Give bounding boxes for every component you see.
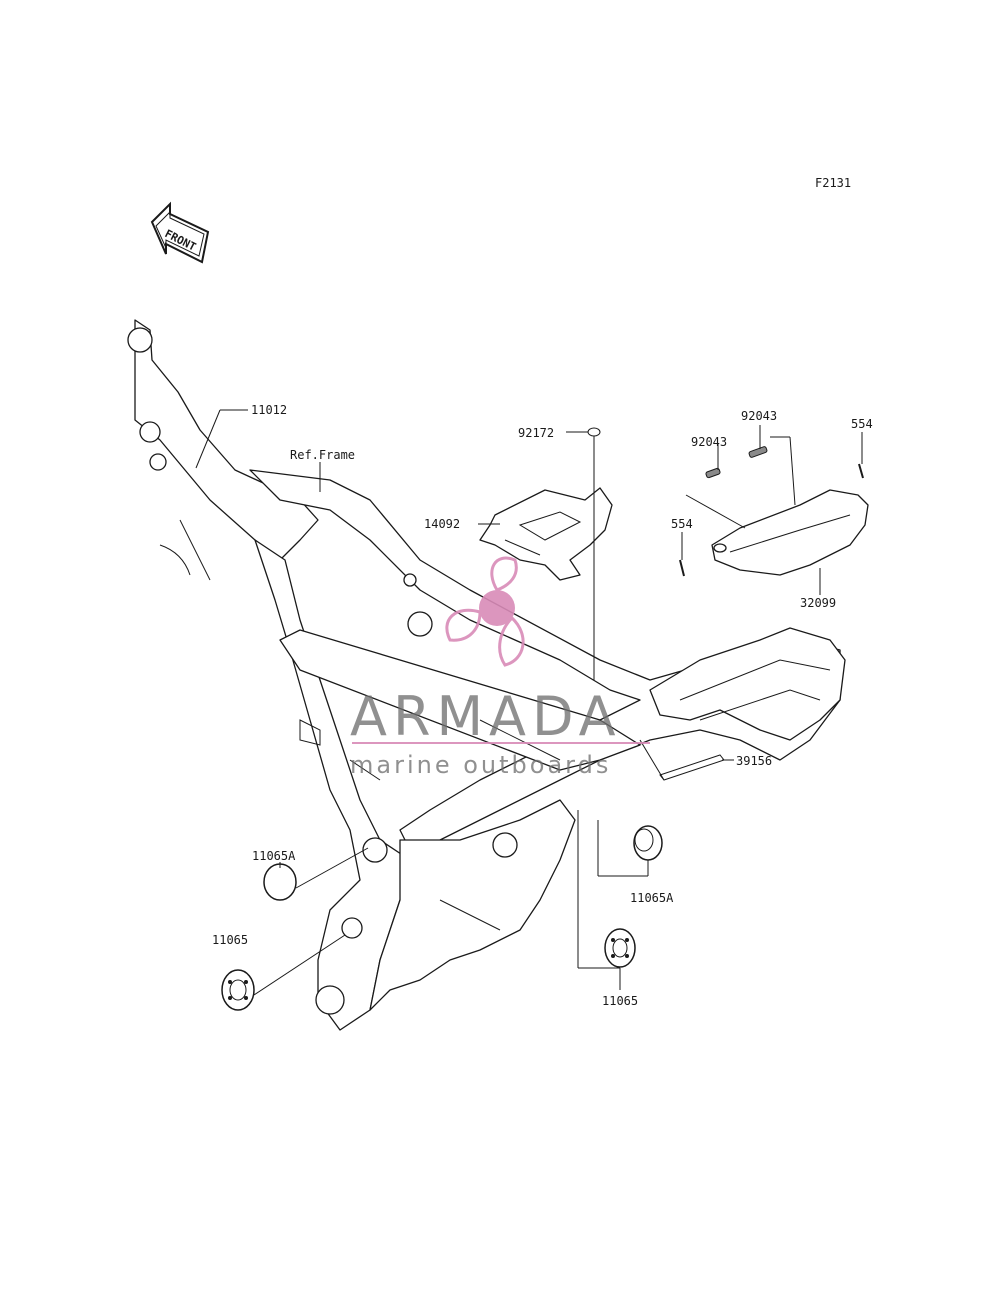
callout-32099: 32099	[800, 596, 836, 610]
watermark-tagline: marine outboards	[350, 751, 611, 779]
front-arrow-icon: FRONT	[150, 201, 210, 264]
cap-11065-left	[221, 969, 255, 1011]
callout-11065: 11065	[212, 933, 248, 947]
callout-39156: 39156	[736, 754, 772, 768]
callout-92172: 92172	[518, 426, 554, 440]
callout-11065: 11065	[602, 994, 638, 1008]
callout-11065A: 11065A	[630, 891, 674, 905]
watermark-brand: ARMADA	[350, 685, 622, 748]
leader-lines	[195, 409, 863, 996]
callout-554: 554	[851, 417, 873, 431]
battery-case	[479, 487, 613, 581]
clip-554-a	[858, 463, 864, 479]
callout-11065A: 11065A	[252, 849, 296, 863]
callout-554: 554	[671, 517, 693, 531]
callout-92043: 92043	[691, 435, 727, 449]
cap-11065-right	[604, 928, 636, 968]
cap-11065A-left	[263, 863, 297, 901]
clip-554-b	[679, 559, 685, 577]
callout-14092: 14092	[424, 517, 460, 531]
callout-92043: 92043	[741, 409, 777, 423]
ref-frame-label: Ref.Frame	[290, 448, 355, 462]
cap-11065A-right	[633, 825, 663, 861]
pin-92043-b	[748, 446, 768, 458]
cover-32099	[711, 489, 869, 576]
bolt-92172	[587, 427, 601, 446]
figure-code: F2131	[815, 176, 851, 190]
pin-92043-a	[705, 467, 721, 479]
motorcycle-frame	[127, 319, 846, 1031]
watermark: ARMADA marine outboards	[350, 556, 650, 779]
propeller-logo-icon	[445, 556, 525, 667]
callout-11012: 11012	[251, 403, 287, 417]
strip-39156	[659, 754, 725, 781]
